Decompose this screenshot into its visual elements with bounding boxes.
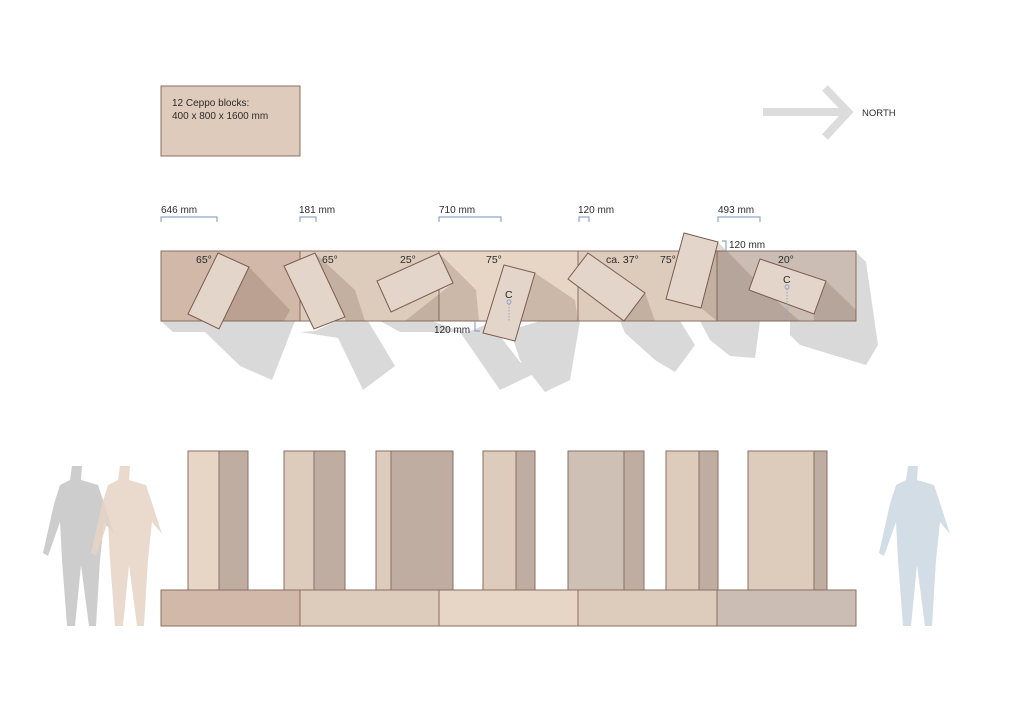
block-side <box>515 450 536 591</box>
dimension-label: 493 mm <box>718 205 754 216</box>
center-mark-label: C <box>783 274 791 286</box>
legend: 12 Ceppo blocks: 400 x 800 x 1600 mm <box>160 85 301 157</box>
base-segment <box>577 589 718 627</box>
dimension-bracket <box>438 216 502 222</box>
legend-line-2: 400 x 800 x 1600 mm <box>172 111 268 122</box>
arrow-right-icon <box>763 85 854 140</box>
legend-swatch <box>160 85 301 157</box>
person-silhouette-blue <box>879 466 950 626</box>
offset-bracket <box>474 321 480 332</box>
angle-label: 25° <box>400 254 416 266</box>
stone-block <box>748 258 827 315</box>
block-face <box>482 450 517 591</box>
person-silhouette-gray <box>43 466 114 626</box>
angle-label: ca. 37° <box>606 254 639 266</box>
offset-annotations: 120 mm 120 mm <box>434 240 765 336</box>
angle-labels: 65° 65° 25° 75° ca. 37° 75° 20° <box>196 254 794 266</box>
dimension-label: 710 mm <box>439 205 475 216</box>
dimension-bracket <box>299 216 317 222</box>
elevation-base <box>160 589 857 627</box>
legend-line-1: 12 Ceppo blocks: <box>172 98 249 109</box>
block-side <box>623 450 645 591</box>
block-face <box>567 450 625 591</box>
block-side <box>813 450 828 591</box>
angle-label: 75° <box>660 254 676 266</box>
person-silhouette-beige <box>91 466 162 626</box>
center-marks: C C <box>505 274 791 321</box>
dimension-label: 181 mm <box>299 205 335 216</box>
block-side <box>390 450 454 591</box>
elevation <box>160 450 857 627</box>
block-side <box>698 450 719 591</box>
block-face <box>665 450 700 591</box>
plan-blocks <box>187 232 827 342</box>
stone-block <box>187 252 250 330</box>
dimension-label: 646 mm <box>161 205 197 216</box>
angle-label: 75° <box>486 254 502 266</box>
dimension-bracket <box>717 216 761 222</box>
dimension-bracket <box>160 216 218 222</box>
block-face <box>187 450 220 591</box>
angle-label: 65° <box>196 254 212 266</box>
elevation-blocks <box>187 450 828 591</box>
base-segment <box>299 589 440 627</box>
stone-block <box>567 252 646 322</box>
block-face <box>747 450 815 591</box>
angle-label: 20° <box>778 254 794 266</box>
block-face <box>375 450 392 591</box>
center-mark-label: C <box>505 289 513 301</box>
base-segment <box>438 589 579 627</box>
stone-block <box>283 252 346 330</box>
block-side <box>218 450 249 591</box>
dimension-bracket <box>578 216 590 222</box>
offset-label: 120 mm <box>434 325 470 336</box>
angle-label: 65° <box>322 254 338 266</box>
base-segment <box>716 589 857 627</box>
offset-label: 120 mm <box>729 240 765 251</box>
block-side <box>313 450 346 591</box>
stone-block <box>376 252 454 313</box>
stone-block <box>482 264 536 342</box>
dimension-row: 646 mm 181 mm 710 mm 120 mm 493 mm <box>160 205 761 222</box>
stone-block <box>665 232 719 309</box>
north-label: NORTH <box>862 108 896 119</box>
plan-cast-shadows <box>161 252 878 392</box>
base-segment <box>160 589 301 627</box>
offset-bracket <box>722 240 727 251</box>
dimension-label: 120 mm <box>578 205 614 216</box>
north-arrow: NORTH <box>763 85 896 140</box>
block-face <box>283 450 315 591</box>
